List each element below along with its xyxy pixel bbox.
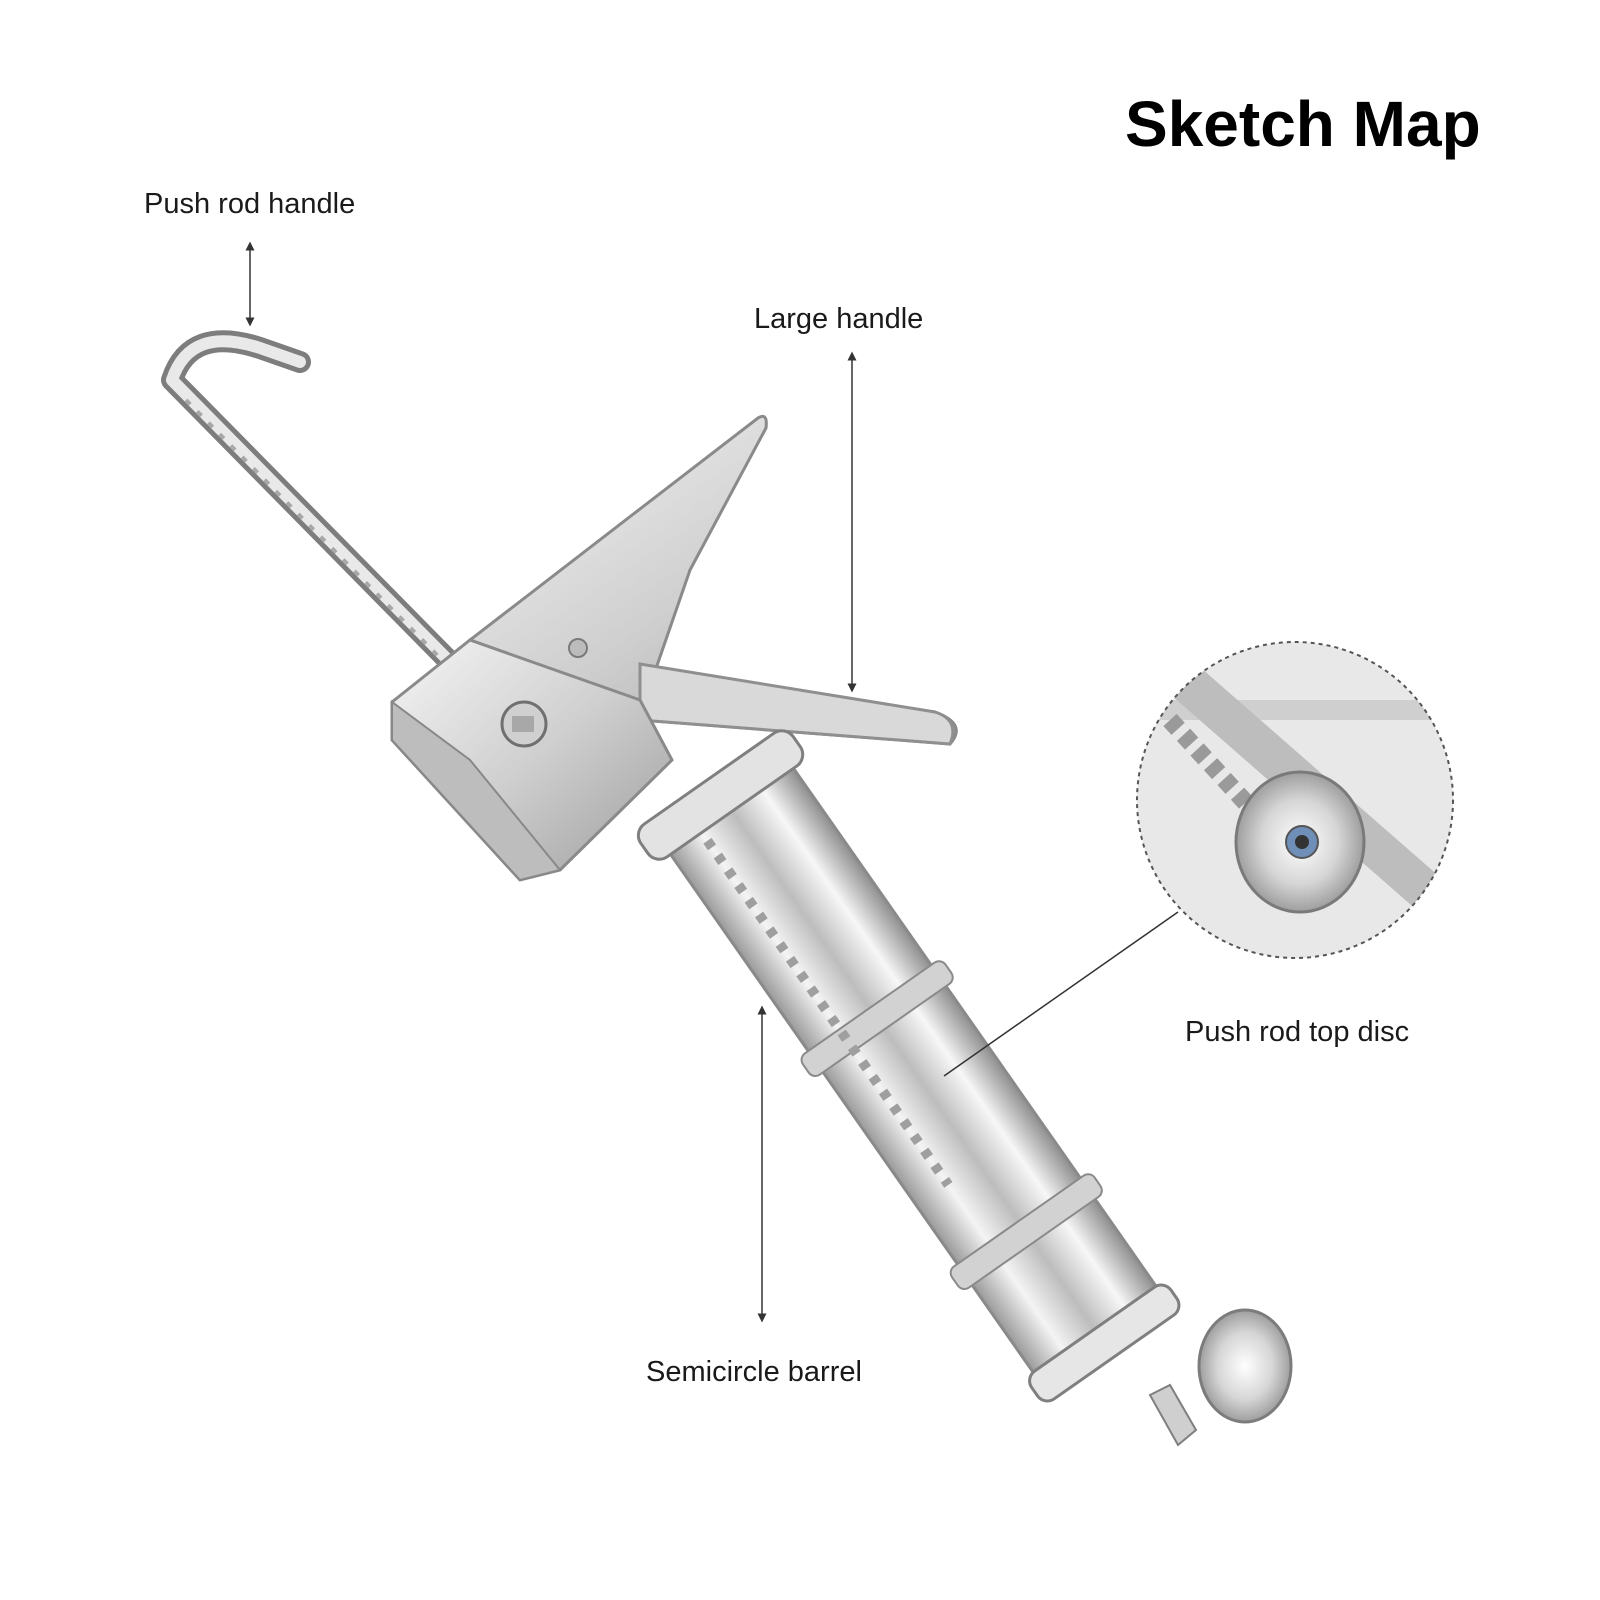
push-rod-top-disc-inset — [1136, 641, 1454, 959]
push-rod — [161, 330, 459, 671]
barrel-end-cap — [1148, 1308, 1293, 1447]
label-push-rod-handle: Push rod handle — [144, 188, 356, 220]
label-large-handle: Large handle — [754, 303, 924, 335]
label-push-rod-top-disc: Push rod top disc — [1185, 1016, 1410, 1048]
semicircle-barrel — [636, 729, 1181, 1403]
gun-frame — [390, 638, 674, 882]
label-semicircle-barrel: Semicircle barrel — [646, 1356, 862, 1388]
leader-lines — [245, 241, 1179, 1323]
diagram-title: Sketch Map — [1125, 88, 1481, 160]
leader-push-rod-top-disc — [943, 911, 1179, 1077]
